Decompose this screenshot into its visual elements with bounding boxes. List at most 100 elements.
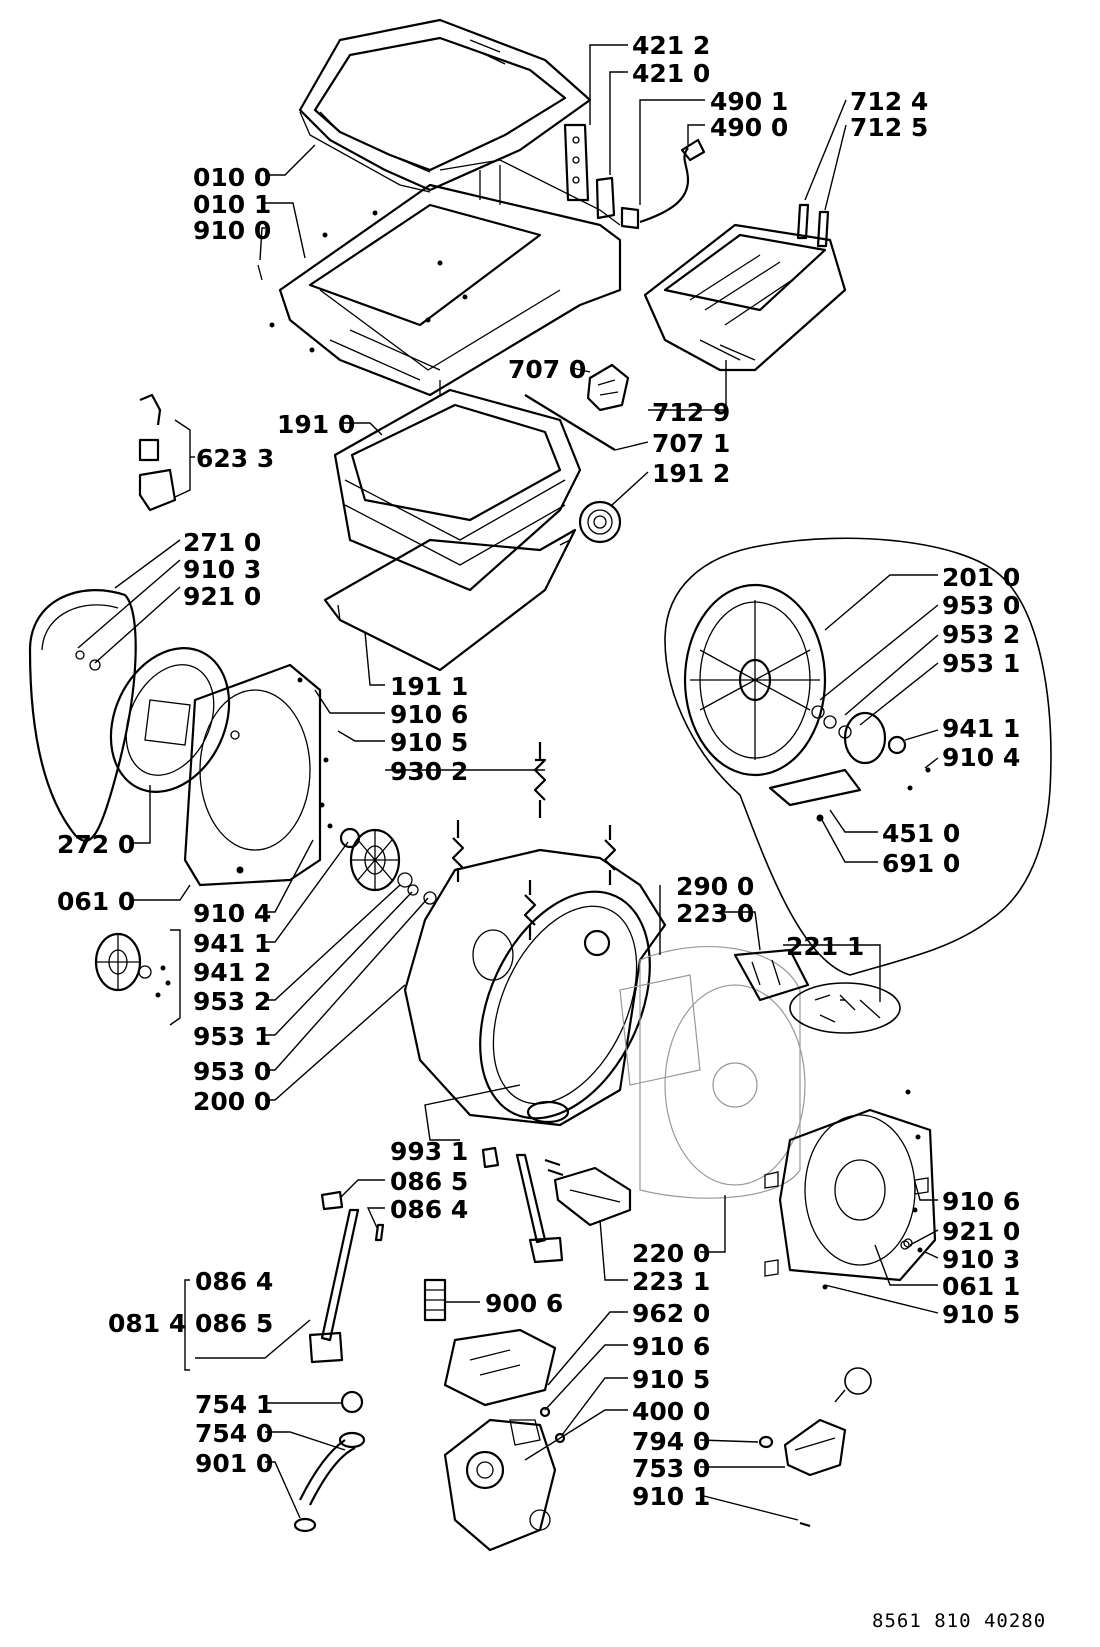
pressure-switch-part xyxy=(586,363,630,412)
label-910-4-b: 910 4 xyxy=(193,899,271,928)
shock-absorber-right xyxy=(481,1146,564,1264)
label-490-1: 490 1 xyxy=(710,87,788,116)
heat-shield-part xyxy=(443,1328,557,1407)
detergent-pins xyxy=(796,203,830,248)
label-290-0: 290 0 xyxy=(676,872,754,901)
label-451-0: 451 0 xyxy=(882,819,960,848)
label-086-4-b: 086 4 xyxy=(195,1267,273,1296)
label-901-0: 901 0 xyxy=(195,1449,273,1478)
label-623-3: 623 3 xyxy=(196,444,274,473)
label-490-0: 490 0 xyxy=(710,113,788,142)
label-421-2: 421 2 xyxy=(632,31,710,60)
label-081-4: 081 4 xyxy=(108,1309,186,1338)
label-712-9: 712 9 xyxy=(652,398,730,427)
pressure-hose xyxy=(524,394,616,451)
part-labels: 421 2 421 0 490 1 490 0 712 4 712 5 010 … xyxy=(57,31,1020,1511)
label-910-6-a: 910 6 xyxy=(390,700,468,729)
label-086-4-a: 086 4 xyxy=(390,1195,468,1224)
label-930-2: 930 2 xyxy=(390,757,468,786)
screw-markers xyxy=(539,1238,913,1444)
label-707-1: 707 1 xyxy=(652,429,730,458)
label-086-5-b: 086 5 xyxy=(195,1309,273,1338)
label-712-5: 712 5 xyxy=(850,113,928,142)
label-707-0: 707 0 xyxy=(508,355,586,384)
tub-front-part xyxy=(403,848,667,1127)
rear-tub-bubble xyxy=(664,537,1052,976)
side-panel-right xyxy=(764,1089,937,1290)
label-941-2: 941 2 xyxy=(193,958,271,987)
label-910-3-a: 910 3 xyxy=(183,555,261,584)
label-223-0: 223 0 xyxy=(676,899,754,928)
label-993-1: 993 1 xyxy=(390,1137,468,1166)
label-953-2-b: 953 2 xyxy=(193,987,271,1016)
hinge-parts xyxy=(563,123,640,230)
label-753-0: 753 0 xyxy=(632,1454,710,1483)
label-910-0: 910 0 xyxy=(193,216,271,245)
front-panel-part xyxy=(28,589,137,842)
lower-baffle-part xyxy=(553,1166,632,1227)
label-421-0: 421 0 xyxy=(632,59,710,88)
label-754-1: 754 1 xyxy=(195,1390,273,1419)
baffle-part xyxy=(733,948,810,1002)
heater-sensor-part xyxy=(758,1367,872,1528)
label-712-4: 712 4 xyxy=(850,87,928,116)
shock-absorber-left xyxy=(308,1190,385,1364)
label-910-5-c: 910 5 xyxy=(632,1365,710,1394)
label-921-0-a: 921 0 xyxy=(183,582,261,611)
label-953-1-a: 953 1 xyxy=(942,649,1020,678)
label-221-1: 221 1 xyxy=(786,932,864,961)
label-910-6-b: 910 6 xyxy=(942,1187,1020,1216)
label-061-1: 061 1 xyxy=(942,1272,1020,1301)
label-200-0: 200 0 xyxy=(193,1087,271,1116)
top-lid-part xyxy=(298,18,592,193)
label-953-0-a: 953 0 xyxy=(942,591,1020,620)
label-223-1: 223 1 xyxy=(632,1267,710,1296)
label-400-0: 400 0 xyxy=(632,1397,710,1426)
springs xyxy=(451,742,617,940)
label-910-1: 910 1 xyxy=(632,1482,710,1511)
label-900-6: 900 6 xyxy=(485,1289,563,1318)
filter-part xyxy=(423,1278,447,1322)
balance-ring-part xyxy=(333,388,582,592)
label-910-4-a: 910 4 xyxy=(942,743,1020,772)
label-910-5-a: 910 5 xyxy=(390,728,468,757)
label-953-0-b: 953 0 xyxy=(193,1057,271,1086)
label-754-0: 754 0 xyxy=(195,1419,273,1448)
label-953-2-a: 953 2 xyxy=(942,620,1020,649)
label-910-6-c: 910 6 xyxy=(632,1332,710,1361)
gasket-part xyxy=(323,528,577,672)
baffle-kit-bubble xyxy=(789,982,901,1034)
drain-hose-part xyxy=(293,1390,366,1533)
label-010-0: 010 0 xyxy=(193,163,271,192)
label-953-1-b: 953 1 xyxy=(193,1022,271,1051)
label-010-1: 010 1 xyxy=(193,190,271,219)
label-220-0: 220 0 xyxy=(632,1239,710,1268)
label-941-1-a: 941 1 xyxy=(942,714,1020,743)
pulley-left xyxy=(339,827,437,905)
label-271-0: 271 0 xyxy=(183,528,261,557)
label-191-0: 191 0 xyxy=(277,410,355,439)
door-lock-parts xyxy=(138,393,177,512)
label-191-2: 191 2 xyxy=(652,459,730,488)
drawing-number: 8561 810 40280 xyxy=(872,1610,1046,1632)
top-frame-part xyxy=(257,159,622,397)
label-921-0-b: 921 0 xyxy=(942,1217,1020,1246)
drum-part xyxy=(619,946,806,1199)
label-691-0: 691 0 xyxy=(882,849,960,878)
side-panel-left xyxy=(183,663,333,887)
label-962-0: 962 0 xyxy=(632,1299,710,1328)
label-272-0: 272 0 xyxy=(57,830,135,859)
label-910-3-b: 910 3 xyxy=(942,1245,1020,1274)
pump-part xyxy=(443,1418,557,1552)
label-086-5-a: 086 5 xyxy=(390,1167,468,1196)
label-910-5-b: 910 5 xyxy=(942,1300,1020,1329)
pulley-far-left xyxy=(94,932,171,998)
label-794-0: 794 0 xyxy=(632,1427,710,1456)
label-061-0: 061 0 xyxy=(57,887,135,916)
detergent-drawer-part xyxy=(643,223,847,372)
label-191-1: 191 1 xyxy=(390,672,468,701)
leader-lines xyxy=(77,44,939,1521)
ring-seal-part xyxy=(578,500,622,544)
label-201-0: 201 0 xyxy=(942,563,1020,592)
